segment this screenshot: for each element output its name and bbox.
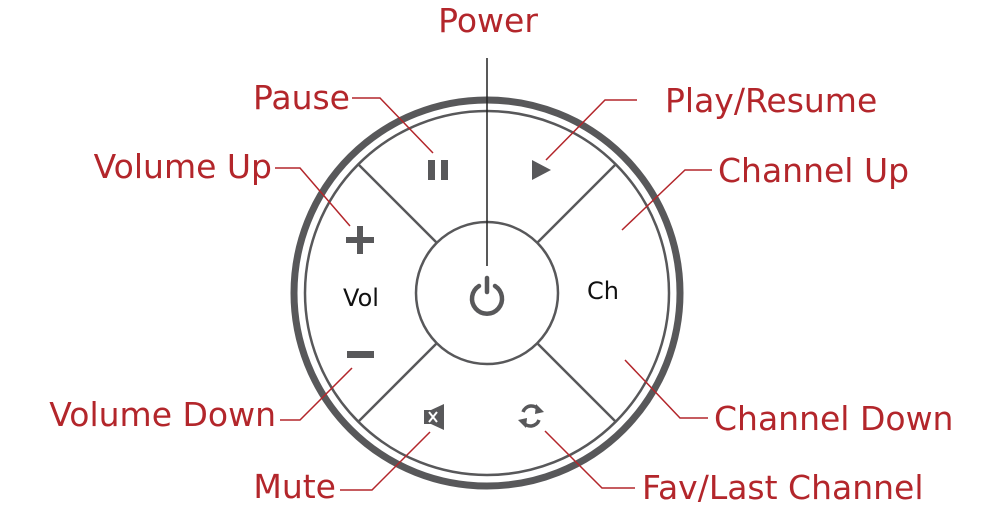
volume-down-leader <box>280 367 353 421</box>
pause-icon[interactable] <box>428 160 448 180</box>
volume-label: Vol <box>343 284 379 312</box>
mute-leader <box>340 431 431 491</box>
volume-down-label: Volume Down <box>49 395 276 434</box>
leader-lines <box>275 58 712 491</box>
channel-down-label: Channel Down <box>714 399 953 438</box>
pause-label: Pause <box>253 78 350 117</box>
mute-icon[interactable] <box>424 404 444 430</box>
minus-icon[interactable] <box>347 351 374 358</box>
volume-up-leader <box>275 167 351 227</box>
refresh-icon[interactable] <box>518 404 544 428</box>
plus-icon[interactable] <box>346 226 374 254</box>
segment-dividers <box>357 163 617 423</box>
power-label: Power <box>438 1 538 40</box>
channel-label: Ch <box>587 277 619 305</box>
mute-label: Mute <box>253 467 336 506</box>
volume-up-label: Volume Up <box>94 147 272 186</box>
fav-last-channel-label: Fav/Last Channel <box>642 468 924 507</box>
remote-device: Vol Ch <box>290 96 684 490</box>
fav-leader <box>544 430 635 489</box>
channel-up-label: Channel Up <box>718 151 909 190</box>
play-leader <box>545 99 637 161</box>
channel-down-leader <box>624 359 708 419</box>
channel-up-leader <box>621 169 712 231</box>
play-resume-label: Play/Resume <box>665 81 877 120</box>
play-icon[interactable] <box>532 160 551 180</box>
power-icon[interactable] <box>469 275 505 316</box>
pause-leader <box>352 97 434 154</box>
